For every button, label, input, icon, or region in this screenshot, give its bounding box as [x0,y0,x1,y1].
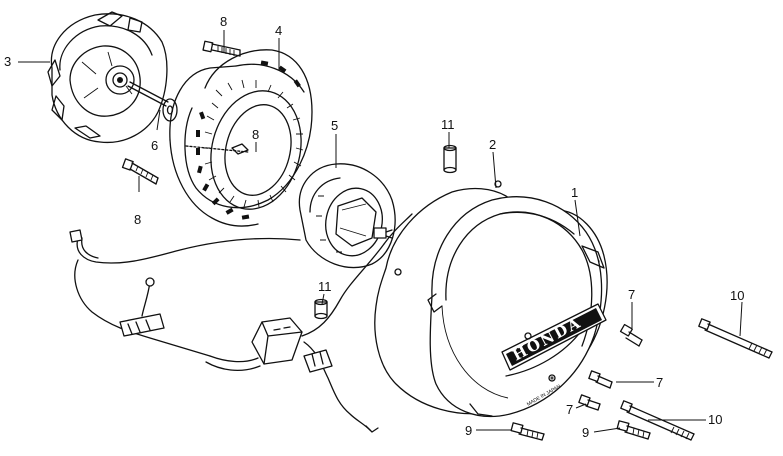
long-bolt-10-lower [620,400,695,441]
bolt-8-left [121,158,159,185]
callout-2: 2 [489,137,496,152]
callout-7-middle: 7 [656,375,663,390]
callout-10-lower: 10 [708,412,722,427]
callout-7-upper: 7 [628,287,635,302]
callout-5: 5 [331,118,338,133]
generator-cover: HONDA MADE IN JAPAN [427,196,607,418]
bolt-9-right [616,420,651,440]
callout-9-right: 9 [582,425,589,440]
rotor-washer [127,81,178,122]
leader-lines [18,30,743,433]
callout-8-middle: 8 [252,127,259,142]
stator [169,49,313,227]
long-bolt-10-upper [698,318,773,359]
bolt-7-lower [578,394,601,411]
flywheel-rotor [47,11,168,144]
dowel-pin-upper [443,144,457,174]
callout-8-left: 8 [134,212,141,227]
bolt-9-left [510,422,545,441]
callout-9-left: 9 [465,423,472,438]
callout-3: 3 [4,54,11,69]
callout-labels: 3 8 4 8 6 8 5 11 2 1 11 7 10 7 7 9 9 10 [4,14,744,440]
bolt-7-upper [619,323,643,347]
callout-6: 6 [151,138,158,153]
callout-4: 4 [275,23,282,38]
pulser-unit [298,163,396,269]
callout-8-top: 8 [220,14,227,29]
bolt-8-top [202,40,241,57]
callout-11-upper: 11 [441,117,455,132]
callout-11-lower: 11 [318,279,332,294]
bolt-7-middle [588,370,613,389]
callout-10-upper: 10 [730,288,744,303]
wiring-harness [69,213,413,433]
dowel-pin-lower [314,298,328,320]
callout-7-lower: 7 [566,402,573,417]
callout-1: 1 [571,185,578,200]
